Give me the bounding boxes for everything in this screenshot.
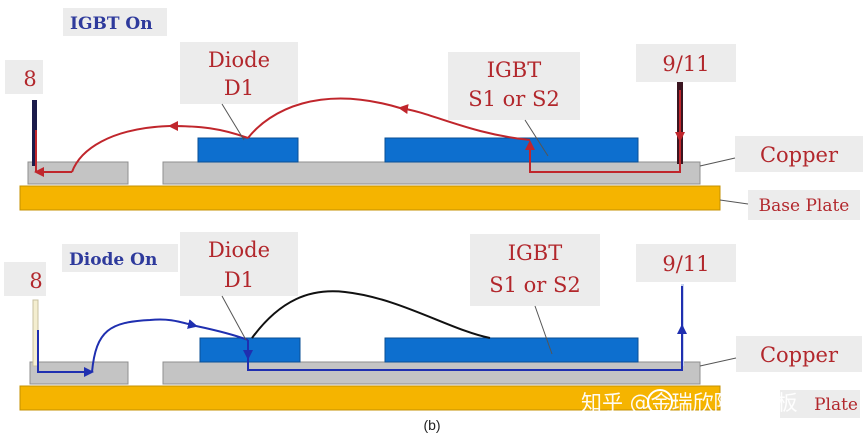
- copper-label: Copper: [760, 343, 839, 367]
- terminal-left-label: 8: [29, 269, 42, 293]
- base-plate-label: Plate: [814, 395, 858, 415]
- title-bg: [62, 244, 178, 272]
- current-path-up-igbt: [525, 140, 681, 173]
- copper-label-bg: [736, 336, 862, 372]
- current-wire-to-diode: [195, 325, 249, 341]
- panel-diode-on: Diode On 8 9/11 Diode D1 IGBT S1 or S2 C…: [4, 232, 862, 418]
- igbt-label-bg: [448, 52, 580, 120]
- base-plate-label-bg: [780, 390, 860, 418]
- igbt-leader: [534, 305, 553, 355]
- igbt-label-line1: IGBT: [487, 58, 542, 82]
- diode-label-line1: Diode: [208, 48, 270, 72]
- panel-title: IGBT On: [70, 14, 153, 34]
- diode-leader: [221, 295, 247, 341]
- diode-label-line2: D1: [224, 76, 254, 100]
- terminal-right-label: 9/11: [662, 252, 709, 276]
- terminal-right-label-bg: [636, 244, 736, 282]
- copper-pad-main: [162, 361, 701, 385]
- bond-wire-top: [247, 97, 401, 139]
- current-arrow-right: [37, 330, 94, 377]
- current-wire-left-arrow: [168, 121, 249, 139]
- igbt-label-line2: S1 or S2: [489, 273, 581, 297]
- terminal-left-label-bg: [4, 262, 46, 296]
- terminal-right-label: 9/11: [662, 52, 709, 76]
- figure-caption: (b): [423, 417, 440, 433]
- current-wire-down: [71, 125, 171, 173]
- igbt-leader: [524, 119, 549, 157]
- base-plate-leader: [719, 199, 749, 205]
- igbt-label-line2: S1 or S2: [468, 87, 560, 111]
- watermark: 知乎 @金瑞欣陶瓷基板: [581, 389, 798, 415]
- terminal-left-label-bg: [5, 60, 43, 94]
- base-plate: [19, 385, 721, 411]
- title-bg: [63, 8, 167, 36]
- terminal-left-post: [32, 100, 37, 166]
- igbt-label-line1: IGBT: [508, 241, 563, 265]
- diode-label-line2: D1: [224, 268, 254, 292]
- copper-leader: [699, 357, 737, 367]
- bond-wire-bottom: [251, 290, 491, 339]
- current-wire-arrow: [91, 318, 198, 373]
- current-wire-arrow: [398, 104, 531, 141]
- diode-chip: [197, 137, 299, 163]
- copper-label-bg: [735, 136, 863, 172]
- copper-leader: [699, 157, 736, 167]
- base-plate: [19, 185, 721, 211]
- igbt-chip: [384, 137, 639, 163]
- current-path-to-terminal: [247, 324, 687, 371]
- diode-label-bg: [180, 232, 298, 296]
- panel-title: Diode On: [69, 250, 157, 270]
- diode-leader: [221, 103, 245, 141]
- terminal-left-label: 8: [23, 67, 36, 91]
- igbt-chip: [384, 337, 639, 363]
- igbt-label-bg: [470, 234, 600, 306]
- base-plate-label: Base Plate: [759, 196, 850, 216]
- panel-igbt-on: IGBT On 8 9/11 Diode D1 IGBT S1 or: [5, 8, 863, 220]
- diode-label-bg: [180, 42, 298, 104]
- terminal-right-label-bg: [636, 44, 736, 82]
- copper-label: Copper: [760, 143, 839, 167]
- diode-label-line1: Diode: [208, 238, 270, 262]
- watermark-logo-icon: [647, 389, 673, 415]
- diode-chip: [199, 337, 301, 363]
- watermark-text: 知乎 @金瑞欣陶瓷基板: [581, 391, 798, 415]
- base-plate-label-bg: [748, 190, 860, 220]
